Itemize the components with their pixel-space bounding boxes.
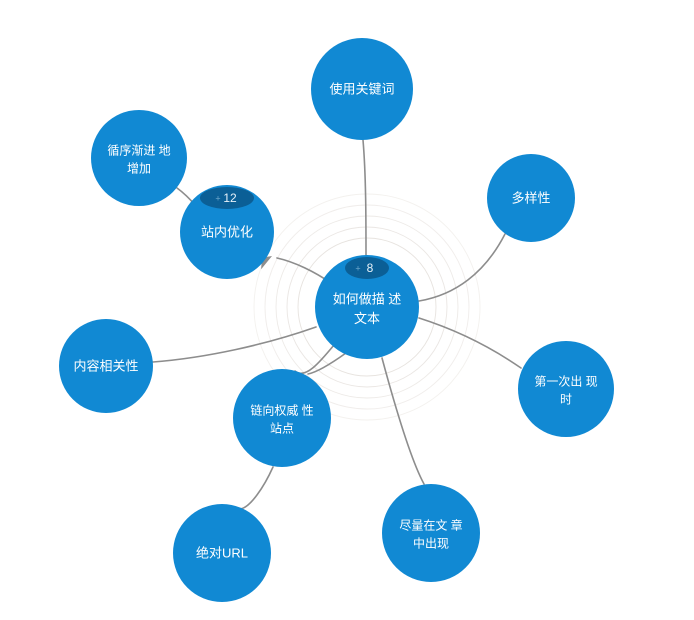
edge-layer: [152, 139, 522, 510]
node-onsite-optimization[interactable]: 站内优化+12: [180, 185, 274, 279]
edge-center-to-content-relevance[interactable]: [152, 326, 317, 363]
node-center[interactable]: 如何做描 述文本+8: [315, 255, 419, 359]
node-absolute-url[interactable]: 绝对URL: [173, 504, 271, 602]
node-circle[interactable]: [382, 484, 480, 582]
node-circle[interactable]: [173, 504, 271, 602]
edge-link-authority-to-absolute-url[interactable]: [239, 466, 274, 510]
ripple-ring-4: [264, 204, 470, 410]
node-use-keywords[interactable]: 使用关键词: [311, 38, 413, 140]
node-diversity[interactable]: 多样性: [487, 154, 575, 242]
edge-center-to-link-authority-2[interactable]: [307, 352, 347, 375]
node-circle[interactable]: [315, 255, 419, 359]
ripple-ring-3: [275, 215, 459, 399]
node-circle[interactable]: [180, 185, 274, 279]
edge-center-to-diversity[interactable]: [418, 233, 506, 302]
node-circle[interactable]: [518, 341, 614, 437]
ripple-ring-5: [253, 193, 481, 421]
node-circle[interactable]: [311, 38, 413, 140]
node-circle[interactable]: [233, 369, 331, 467]
node-first-occurrence[interactable]: 第一次出 现时: [518, 341, 614, 437]
node-badge[interactable]: [345, 257, 389, 279]
node-circle[interactable]: [59, 319, 153, 413]
edge-center-to-appear-in-article[interactable]: [381, 357, 425, 485]
node-circle[interactable]: [487, 154, 575, 242]
ripple-ring-1: [297, 237, 437, 377]
node-content-relevance[interactable]: 内容相关性: [59, 319, 153, 413]
node-badge[interactable]: [200, 187, 254, 209]
edge-center-to-use-keywords[interactable]: [362, 139, 367, 256]
edge-center-to-first-occurrence[interactable]: [418, 317, 522, 369]
node-circle[interactable]: [91, 110, 187, 206]
center-ripple-rings: [253, 193, 481, 421]
node-gradual-increase[interactable]: 循序渐进 地增加: [91, 110, 187, 206]
node-link-authority-site[interactable]: 链向权威 性站点: [233, 369, 331, 467]
ripple-ring-2: [286, 226, 448, 388]
